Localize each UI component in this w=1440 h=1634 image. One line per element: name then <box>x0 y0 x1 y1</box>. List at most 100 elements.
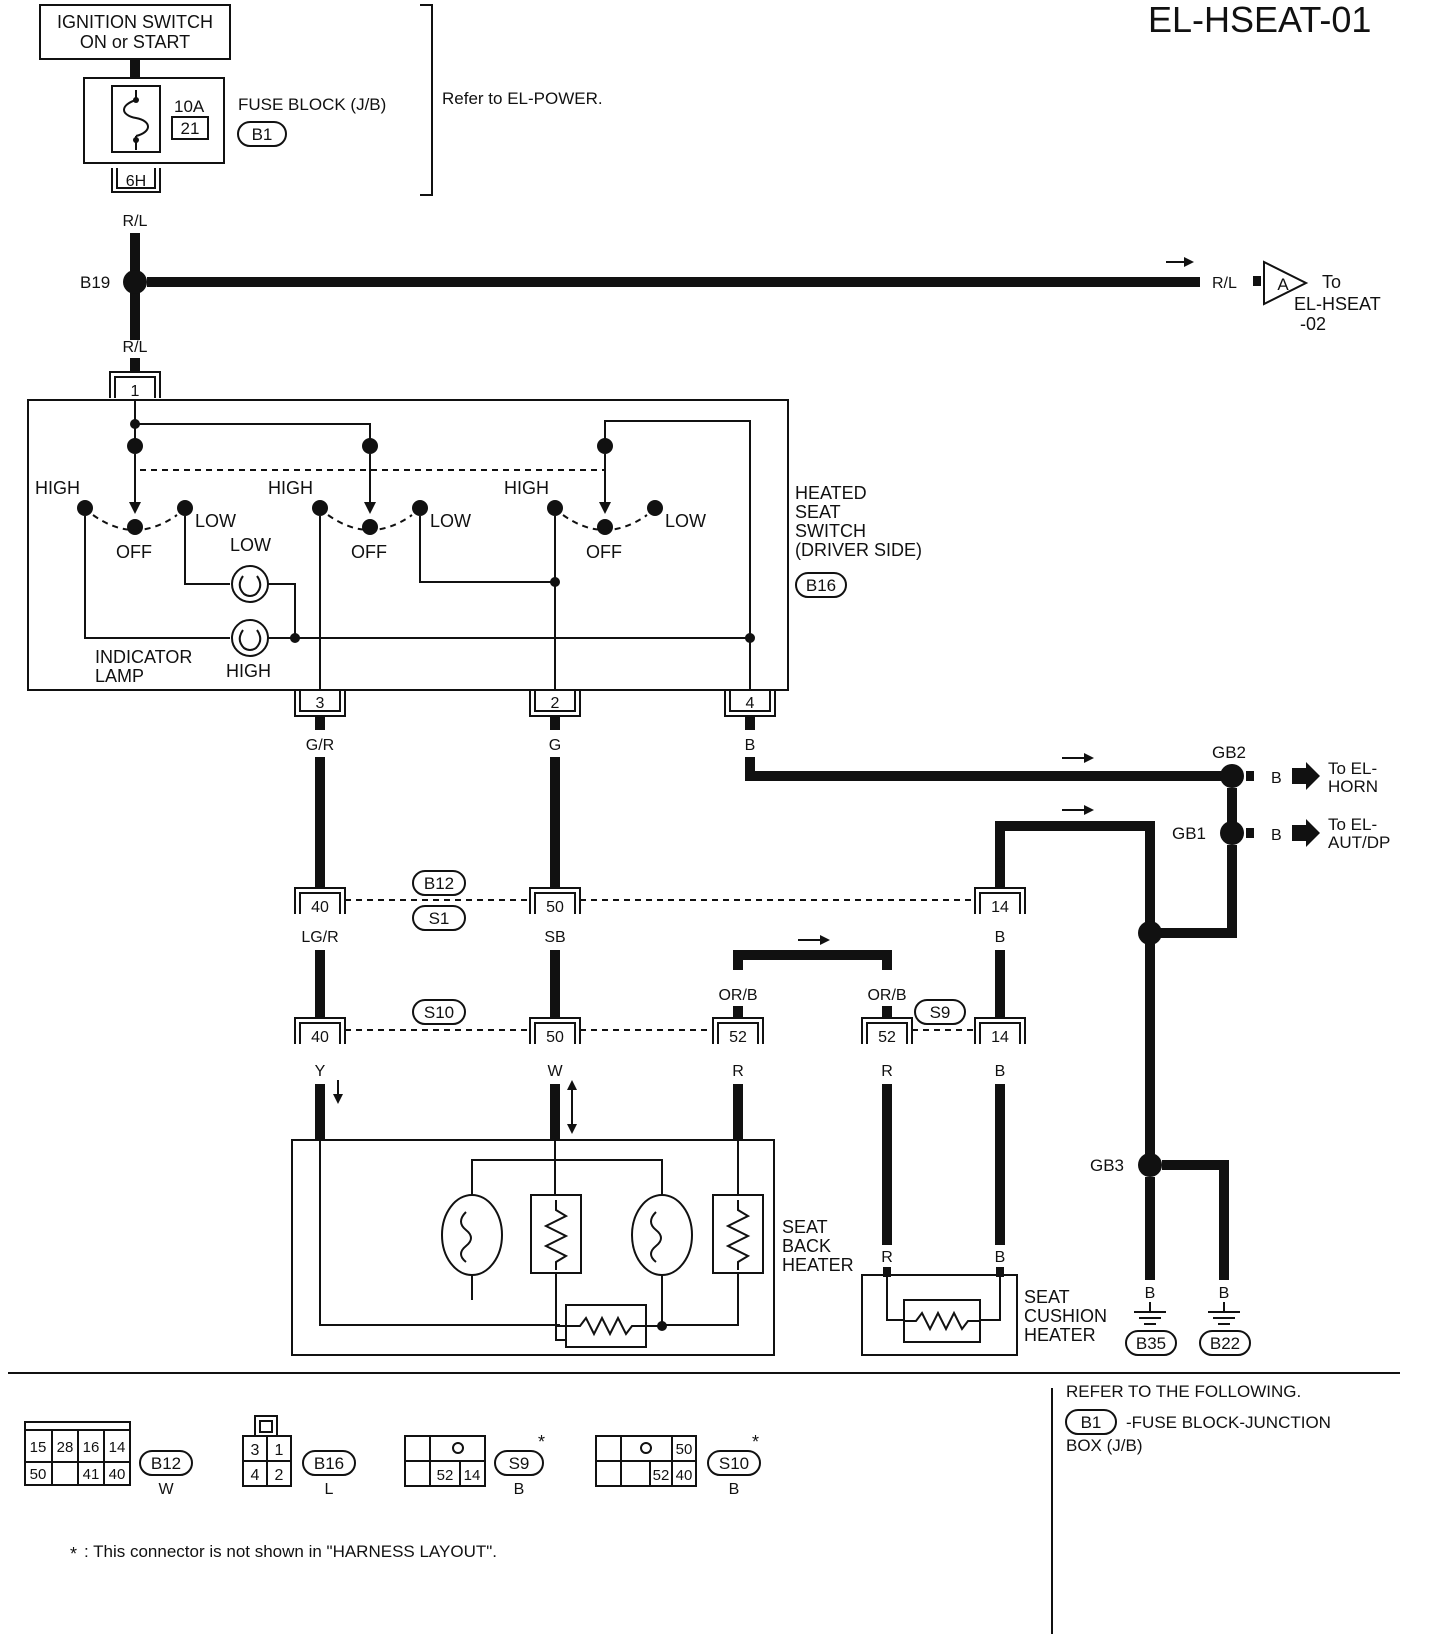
junction-b19-dot <box>123 270 147 294</box>
legend-s9-pin: 14 <box>464 1467 481 1484</box>
switch-1-off-contact <box>127 519 143 535</box>
ignition-line2: ON or START <box>80 32 190 52</box>
lamp-high-label: HIGH <box>226 661 271 681</box>
connector-50-s10: 50 <box>546 1029 564 1046</box>
ground-b35-icon <box>1134 1302 1166 1325</box>
legend-b16-pin: 2 <box>275 1467 284 1484</box>
refer-b1-text2: BOX (J/B) <box>1066 1436 1143 1455</box>
ground-b35-tag <box>1125 1330 1177 1356</box>
connector-14-s9-shape <box>974 1017 1026 1044</box>
flow-arrow-rl-head <box>1184 257 1194 267</box>
footnote-text: : This connector is not shown in "HARNES… <box>84 1542 497 1561</box>
switch-1-off: OFF <box>116 542 152 562</box>
wire-label-b-autdp: B <box>1271 827 1282 844</box>
switch-3-high: HIGH <box>504 478 549 498</box>
connector-s9-tag <box>914 999 966 1025</box>
ground-gb2-dot <box>1220 764 1244 788</box>
indicator-label-1: INDICATOR <box>95 647 192 667</box>
wire-label-r-cushion: R <box>881 1249 893 1266</box>
wire-label-gr: G/R <box>306 737 334 754</box>
switch-1-low-contact <box>177 500 193 516</box>
switch-2-high: HIGH <box>268 478 313 498</box>
wire-b-loop <box>995 821 1155 1160</box>
ground-b35: B35 <box>1136 1334 1166 1353</box>
wire-label-b-b35: B <box>1145 1285 1156 1302</box>
legend-s9-color: B <box>514 1481 525 1498</box>
connector-a-triangle <box>1263 260 1309 306</box>
connector-s9: S9 <box>930 1003 951 1022</box>
switch-3-high-contact <box>547 500 563 516</box>
legend-b12-ref: B12 <box>151 1454 181 1473</box>
to-hseat02-line1: To <box>1322 272 1341 292</box>
wire-label-b-14-top: B <box>995 855 1006 872</box>
seat-cushion-line2: CUSHION <box>1024 1306 1107 1326</box>
wire-orb <box>733 950 892 970</box>
wire-label-rl-right: R/L <box>1212 275 1237 292</box>
wire-label-b-14-low: B <box>995 1063 1006 1080</box>
switch-pin3: 3 <box>316 695 325 712</box>
to-hseat02-line2: EL-HSEAT <box>1294 294 1381 314</box>
wire-b-to-gb2 <box>745 757 1222 781</box>
junction-b-node <box>1138 921 1162 945</box>
wire-label-lgr: LG/R <box>301 929 338 946</box>
legend-b12-color: W <box>158 1481 174 1498</box>
switch-contact-2-top <box>362 438 378 454</box>
legend-s10-ref: S10 <box>719 1454 749 1473</box>
gb1-stub <box>1246 828 1254 838</box>
junction-b19: B19 <box>80 273 110 292</box>
flow-arrow-y-head <box>333 1094 343 1104</box>
switch-2-off-contact <box>362 519 378 535</box>
wire-gb3-b22 <box>1162 1160 1229 1280</box>
switch-3-low-contact <box>647 500 663 516</box>
legend-b16-pin: 3 <box>251 1442 260 1459</box>
resistor-2-icon <box>725 1200 751 1270</box>
resistor-3-icon <box>556 1315 662 1337</box>
legend-s9-pin: 52 <box>437 1467 454 1484</box>
switch-1-arc <box>92 514 178 531</box>
heated-seat-switch-box <box>27 399 789 691</box>
wire-high-indicator <box>84 516 230 639</box>
wire-label-b-14-mid: B <box>995 929 1006 946</box>
refer-following-title: REFER TO THE FOLLOWING. <box>1066 1382 1301 1401</box>
refer-power-text: Refer to EL-POWER. <box>442 89 603 108</box>
seat-back-line1: SEAT <box>782 1217 828 1237</box>
wire-gb1-down <box>1160 845 1237 938</box>
flow-arrow-w-down <box>567 1124 577 1134</box>
back-heater-node <box>657 1321 667 1331</box>
switch-contact-1-top <box>127 438 143 454</box>
arrow-to-horn-icon <box>1292 762 1320 790</box>
legend-b16-tag <box>302 1450 356 1476</box>
switch-pin1: 1 <box>131 383 140 400</box>
cushion-pin-b <box>996 1267 1004 1277</box>
connector-s1-tag <box>412 905 466 931</box>
connector-14-b12-shape <box>974 887 1026 914</box>
switch-2-low-contact <box>412 500 428 516</box>
wire-label-y: Y <box>315 1063 326 1080</box>
switch-3-low: LOW <box>665 511 706 531</box>
wire-label-b-b22: B <box>1219 1285 1230 1302</box>
footnote-star: * <box>70 1544 77 1564</box>
wire-label-w: W <box>547 1063 563 1080</box>
node-pin2 <box>550 577 560 587</box>
legend-s10-tag <box>707 1450 761 1476</box>
legend-s9-ref: S9 <box>509 1454 530 1473</box>
flow-arrow-w-up <box>567 1080 577 1090</box>
wire-back-w-inner <box>471 1140 663 1195</box>
legend-s9-tag <box>494 1450 544 1476</box>
switch-1-arrow <box>129 502 141 514</box>
cushion-pin-r <box>883 1267 891 1277</box>
switch-pin4: 4 <box>746 695 755 712</box>
ground-gb3: GB3 <box>1090 1156 1124 1175</box>
legend-b12-pin: 16 <box>83 1439 100 1456</box>
wire-back-internal <box>471 1273 739 1341</box>
wire-low-indicator <box>184 516 230 585</box>
legend-s10-pin: 52 <box>653 1467 670 1484</box>
refer-b1-tag <box>1065 1409 1117 1435</box>
switch-1-high: HIGH <box>35 478 80 498</box>
flow-arrow-orb-head <box>820 935 830 945</box>
switch-name-3: SWITCH <box>795 521 866 541</box>
fuse-terminal-top <box>133 97 139 103</box>
wire-label-g: G <box>549 737 561 754</box>
switch-ref-tag <box>795 572 847 598</box>
to-autdp-line1: To EL- <box>1328 815 1377 834</box>
